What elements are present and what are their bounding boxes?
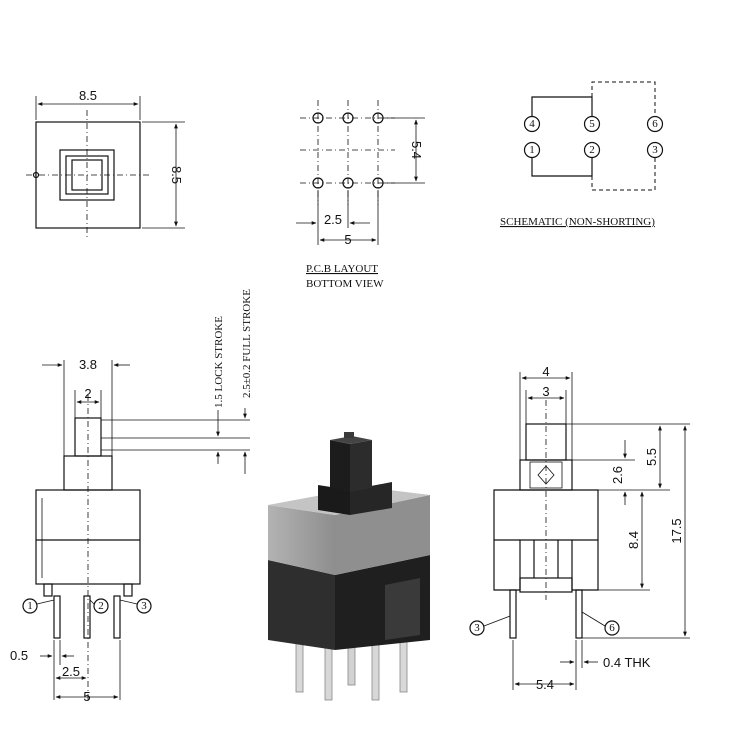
schematic-pin-5: 5 [589, 118, 595, 130]
side-stroke-dim: 5.5 [644, 448, 659, 466]
schematic-pin-6: 6 [652, 118, 658, 130]
side-pin-left [509, 589, 517, 639]
pcb-total-x-dim: 5 [344, 232, 351, 247]
schematic-title: SCHEMATIC (NON-SHORTING) [500, 216, 655, 228]
side-view-plunger [525, 423, 567, 461]
schematic-pin-4: 4 [529, 118, 535, 130]
pcb-hole [342, 112, 354, 124]
side-pin-right [575, 589, 583, 639]
top-view-marker-dot [32, 171, 40, 179]
side-cap-dim: 2.6 [610, 466, 625, 484]
side-pin-label-6: 6 [609, 622, 615, 634]
side-outer-dim: 4 [542, 364, 549, 379]
schematic-pin-3: 3 [652, 144, 658, 156]
side-body-dim: 8.4 [626, 531, 641, 549]
front-pin-2 [83, 595, 91, 639]
photo-pin [371, 639, 380, 701]
schematic-pin-2: 2 [589, 144, 595, 156]
pcb-pitch-x-dim: 2.5 [324, 212, 342, 227]
front-pin-1 [53, 595, 61, 639]
pcb-hole [312, 112, 324, 124]
photo-base-front [268, 560, 335, 650]
front-pin-3 [113, 595, 121, 639]
pcb-hole [342, 177, 354, 189]
schematic: 4 5 6 1 2 3 SCHEMATIC (NON-SHORTING) [500, 81, 664, 228]
pcb-hole [372, 112, 384, 124]
photo-housing-side [335, 495, 430, 575]
top-view-height-dim: 8.5 [169, 166, 184, 184]
side-inner-dim: 3 [542, 384, 549, 399]
switch-photo [268, 432, 430, 701]
photo-plunger [330, 440, 350, 492]
pcb-hole [312, 177, 324, 189]
front-pin-label-1: 1 [27, 600, 33, 612]
full-stroke-label: 2.5±0.2 FULL STROKE [241, 289, 253, 398]
front-top-narrow-dim: 2 [84, 386, 91, 401]
photo-housing-front [268, 505, 335, 575]
lock-stroke-label: 1.5 LOCK STROKE [213, 316, 225, 408]
side-view: 4 3 2.6 5.5 8.4 17.5 3 6 0.4 THK 5.4 [469, 364, 690, 692]
top-view-width-dim: 8.5 [79, 88, 97, 103]
front-view: 3.8 2 1.5 LOCK STROKE 2.5±0.2 FULL STROK… [10, 289, 253, 704]
side-total-dim: 17.5 [669, 518, 684, 543]
front-pin-label-3: 3 [141, 600, 147, 612]
pcb-subtitle: BOTTOM VIEW [306, 278, 384, 290]
front-pitch-dim: 2.5 [62, 664, 80, 679]
pcb-layout: 5.4 2.5 5 P.C.B LAYOUT BOTTOM VIEW [296, 100, 425, 290]
pcb-hole [372, 177, 384, 189]
schematic-pin-1: 1 [529, 144, 535, 156]
pcb-pitch-y-dim: 5.4 [409, 141, 424, 159]
side-pin-pitch-dim: 5.4 [536, 677, 554, 692]
side-thickness-label: 0.4 THK [603, 655, 651, 670]
front-top-wide-dim: 3.8 [79, 357, 97, 372]
top-view: 8.5 8.5 [26, 88, 185, 240]
front-pin-width-dim: 0.5 [10, 648, 28, 663]
side-pin-label-3: 3 [474, 622, 480, 634]
pcb-title: P.C.B LAYOUT [306, 263, 378, 275]
front-pin-label-2: 2 [98, 600, 104, 612]
front-total-dim: 5 [83, 689, 90, 704]
